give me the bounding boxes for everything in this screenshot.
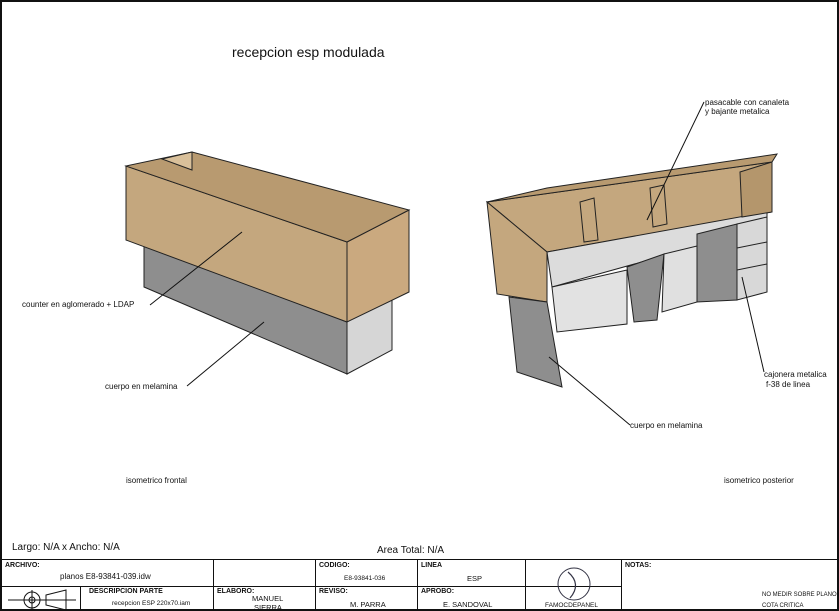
linea-value: ESP <box>467 574 483 583</box>
nota-no-medir: NO MEDIR SOBRE PLANO <box>762 592 837 598</box>
front-note-counter: counter en aglomerado + LDAP <box>22 300 135 309</box>
front-isometric-desk <box>124 151 411 375</box>
company-logo-icon <box>557 567 591 601</box>
aprobo-label: APROBO: <box>421 588 455 595</box>
logo-text: FAMOCDEPANEL <box>545 602 598 609</box>
rear-note-body: cuerpo en melamina <box>630 421 703 430</box>
dimensions-text: Largo: N/A x Ancho: N/A <box>12 542 120 553</box>
reviso-label: REVISO: <box>319 588 348 595</box>
nota-cota-critica: COTA CRITICA <box>762 603 804 609</box>
notas-label: NOTAS: <box>625 562 652 569</box>
archivo-label: ARCHIVO: <box>5 562 40 569</box>
descripcion-value: recepcion ESP 220x70.iam <box>112 600 191 607</box>
rear-note-cable-1: pasacable con canaleta <box>705 98 790 107</box>
front-view-label: isometrico frontal <box>126 476 187 485</box>
rear-note-cable-2: y bajante metalica <box>705 107 770 116</box>
reviso-value: M. PARRA <box>350 600 386 609</box>
projection-symbol-icon <box>8 589 76 609</box>
elaboro-value-2: SIERRA <box>254 603 282 611</box>
rear-note-drawer-2: f-38 de linea <box>766 380 811 389</box>
elaboro-label: ELABORO: <box>217 588 255 595</box>
drawing-title: recepcion esp modulada <box>232 44 385 60</box>
front-note-body: cuerpo en melamina <box>105 382 178 391</box>
descripcion-label: DESCRIPCION PARTE <box>89 588 163 595</box>
rear-view-label: isometrico posterior <box>724 476 794 485</box>
linea-label: LINEA <box>421 562 442 569</box>
codigo-value: E8-93841-036 <box>344 575 386 582</box>
archivo-value: planos E8-93841-039.idw <box>60 572 151 581</box>
area-text: Area Total: N/A <box>377 545 445 556</box>
aprobo-value: E. SANDOVAL <box>443 600 493 609</box>
codigo-label: CODIGO: <box>319 562 350 569</box>
title-block: ARCHIVO: planos E8-93841-039.idw DESCRIP… <box>2 559 837 611</box>
rear-note-drawer-1: cajonera metalica <box>764 370 827 379</box>
elaboro-value-1: MANUEL <box>252 594 284 603</box>
rear-isometric-desk <box>485 153 778 388</box>
